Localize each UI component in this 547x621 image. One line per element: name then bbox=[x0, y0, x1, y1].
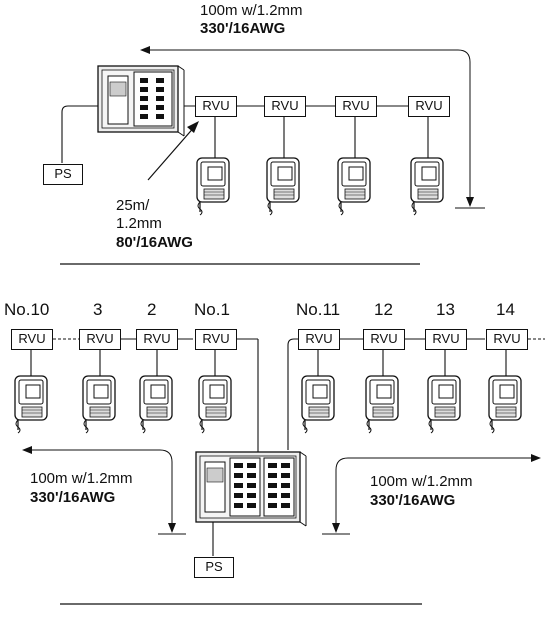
top-trunk-arrowhead-left bbox=[140, 46, 150, 54]
branch-arrow bbox=[147, 124, 197, 181]
bottom-right-length: 100m w/1.2mm bbox=[370, 473, 473, 490]
bottom-rvu-14: RVU bbox=[486, 329, 528, 350]
bottom-left-arrow bbox=[27, 449, 173, 528]
branch-length-line2: 1.2mm bbox=[116, 215, 162, 232]
top-trunk-arrowhead-down bbox=[466, 197, 474, 207]
bottom-ps-box: PS bbox=[194, 557, 234, 578]
bottom-rvu-12: RVU bbox=[363, 329, 405, 350]
top-rvu-3: RVU bbox=[335, 96, 377, 117]
label-12: 12 bbox=[374, 300, 393, 319]
label-2: 2 bbox=[147, 300, 157, 319]
bottom-rvu-no1: RVU bbox=[195, 329, 237, 350]
bottom-monitor-no1 bbox=[198, 375, 232, 434]
top-rvu-1: RVU bbox=[195, 96, 237, 117]
top-rvu-2: RVU bbox=[264, 96, 306, 117]
bottom-right-arrow bbox=[335, 457, 536, 528]
bottom-monitor-no10 bbox=[14, 375, 48, 434]
bottom-rvu-3: RVU bbox=[79, 329, 121, 350]
bottom-left-length: 100m w/1.2mm bbox=[30, 470, 133, 487]
panel-top-buttons bbox=[140, 78, 164, 119]
bottom-rvu-13: RVU bbox=[425, 329, 467, 350]
top-trunk-awg: 330'/16AWG bbox=[200, 20, 286, 37]
branch-awg: 80'/16AWG bbox=[116, 234, 193, 251]
bottom-monitor-13 bbox=[427, 375, 461, 434]
bottom-monitor-12 bbox=[365, 375, 399, 434]
panel-bottom-buttons bbox=[234, 463, 290, 508]
branch-length-line1: 25m/ bbox=[116, 197, 150, 214]
top-monitor-1 bbox=[196, 157, 230, 216]
bottom-rvu-no11: RVU bbox=[298, 329, 340, 350]
bottom-rvu-no10: RVU bbox=[11, 329, 53, 350]
label-14: 14 bbox=[496, 300, 515, 319]
label-3: 3 bbox=[93, 300, 103, 319]
top-trunk-arrow bbox=[145, 49, 471, 202]
bottom-monitor-no11 bbox=[301, 375, 335, 434]
bottom-rvu-2: RVU bbox=[136, 329, 178, 350]
top-monitor-3 bbox=[337, 157, 371, 216]
label-no1: No.1 bbox=[194, 300, 230, 319]
label-13: 13 bbox=[436, 300, 455, 319]
label-no10: No.10 bbox=[4, 300, 50, 319]
bottom-monitor-3 bbox=[82, 375, 116, 434]
top-rvu-4: RVU bbox=[408, 96, 450, 117]
top-ps-box: PS bbox=[43, 164, 83, 185]
top-trunk-length: 100m w/1.2mm bbox=[200, 2, 303, 19]
bottom-right-awg: 330'/16AWG bbox=[370, 492, 456, 509]
top-monitor-4 bbox=[410, 157, 444, 216]
bottom-monitor-2 bbox=[139, 375, 173, 434]
label-no11: No.11 bbox=[296, 300, 341, 319]
top-ps-wire bbox=[61, 105, 98, 163]
top-monitor-2 bbox=[266, 157, 300, 216]
bottom-monitor-14 bbox=[488, 375, 522, 434]
bottom-left-awg: 330'/16AWG bbox=[30, 489, 116, 506]
